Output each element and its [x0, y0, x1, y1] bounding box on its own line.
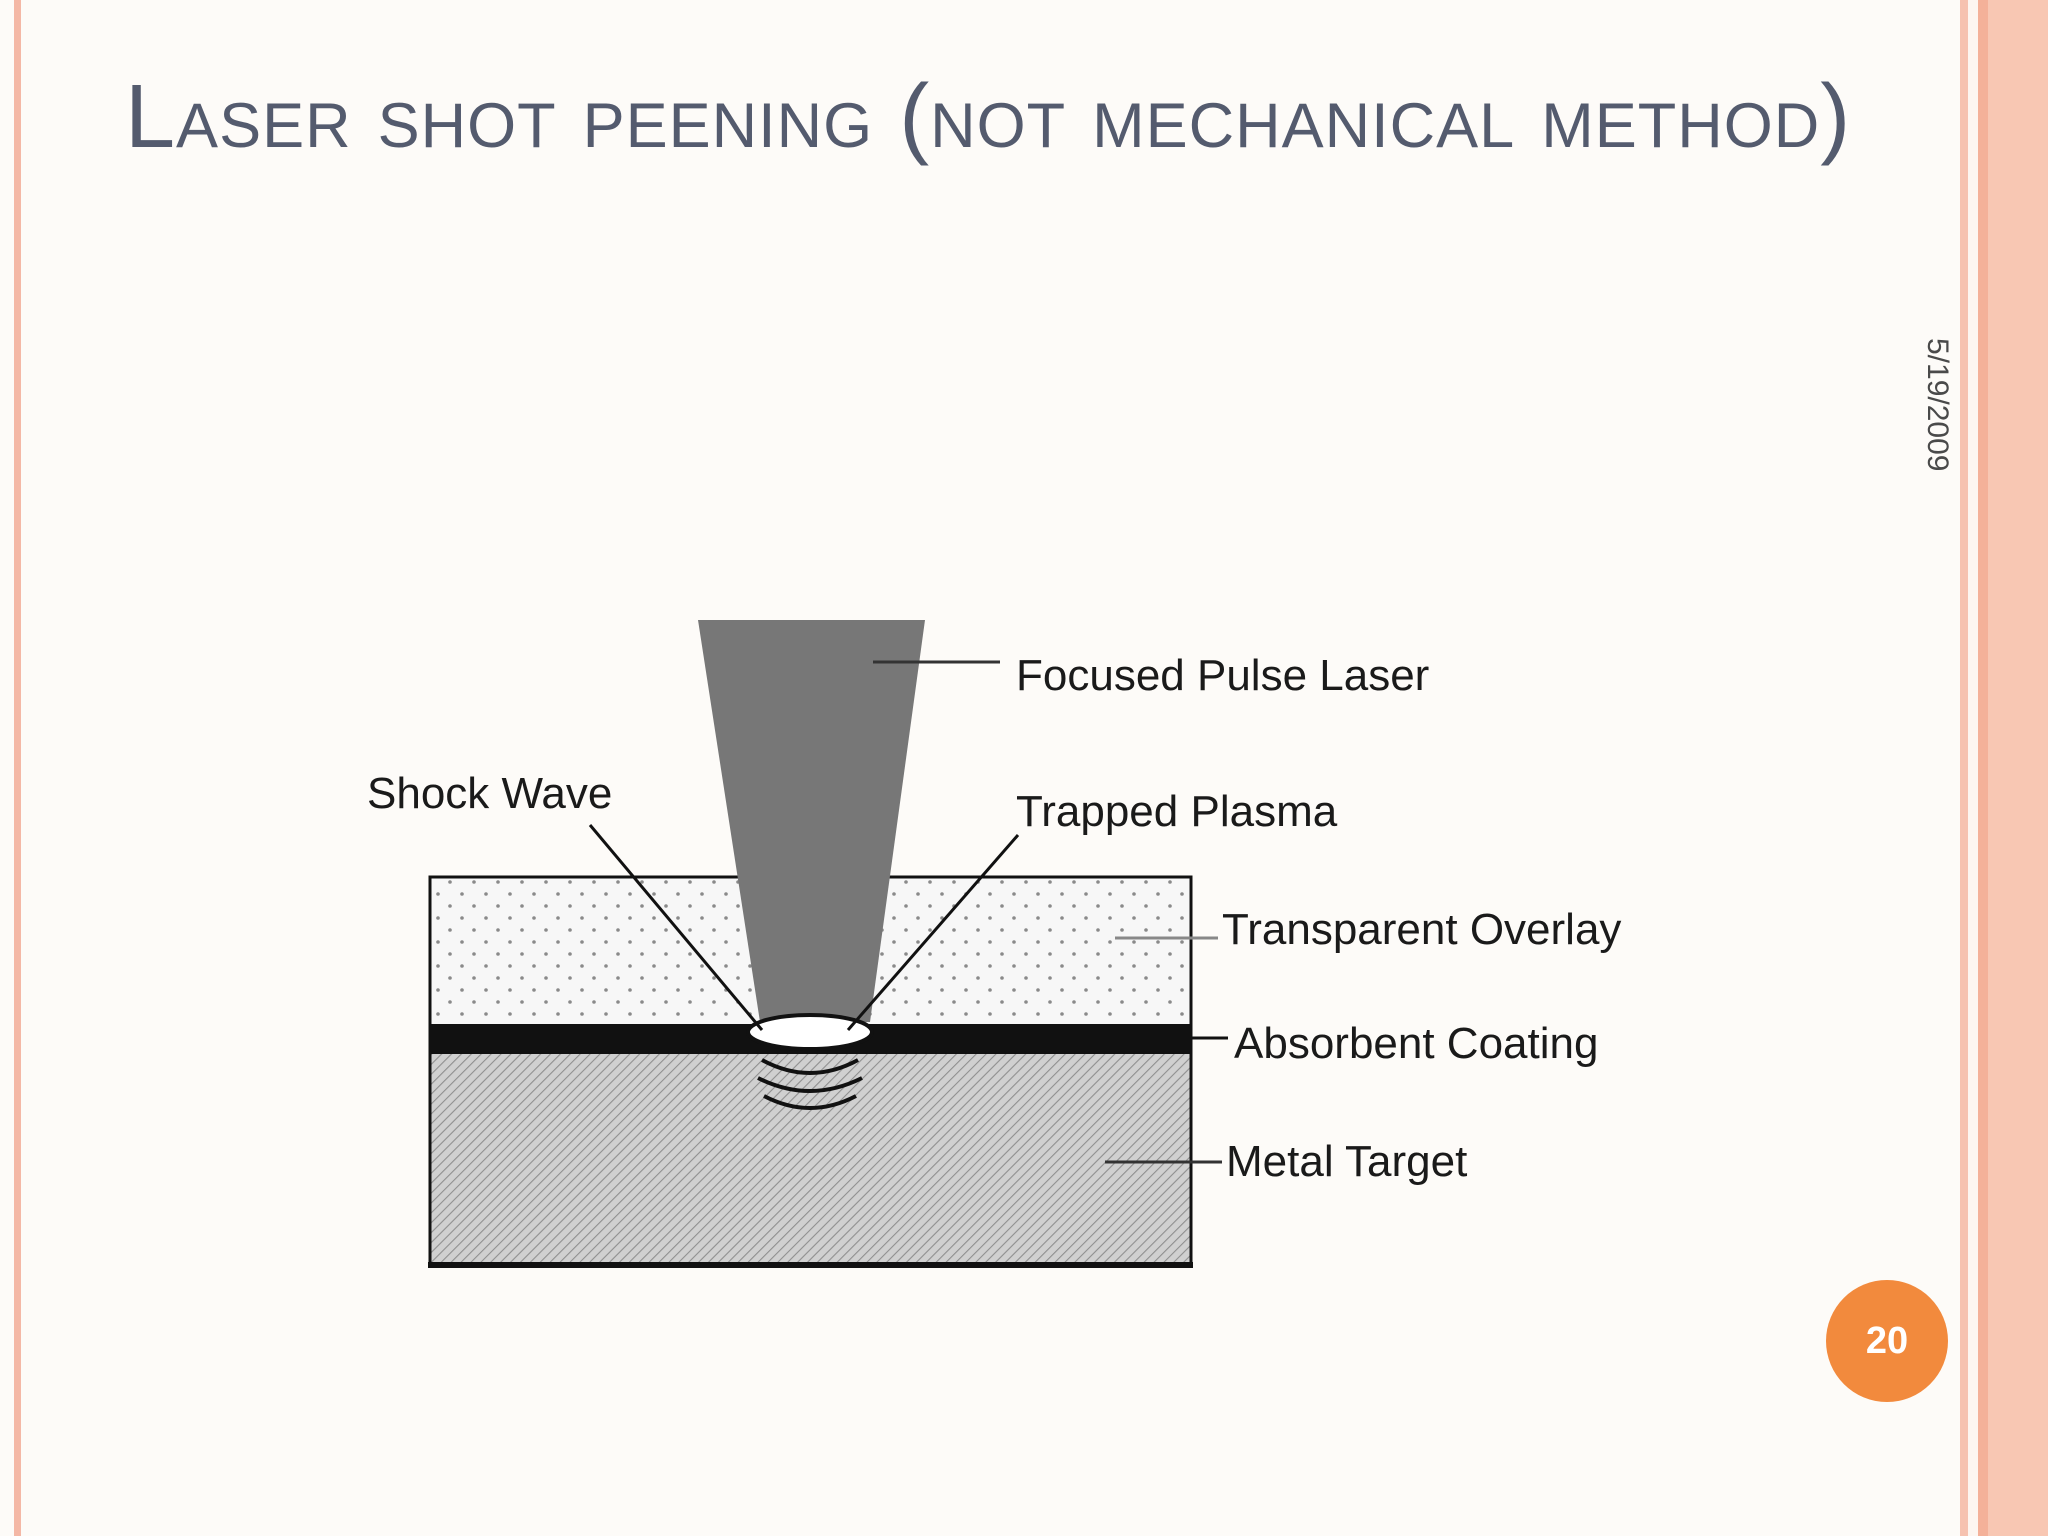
- label-metal-target: Metal Target: [1226, 1137, 1467, 1186]
- shock-wave-arc-3: [763, 1094, 857, 1110]
- right-frame-band: [1960, 0, 1968, 1536]
- slide-title: Laser shot peening (not mechanical metho…: [125, 67, 1852, 167]
- label-transparent-overlay: Transparent Overlay: [1222, 905, 1621, 954]
- leader-trapped-plasma: [846, 834, 1020, 1031]
- focused-laser-beam: [698, 620, 925, 1022]
- label-absorbent-coating: Absorbent Coating: [1234, 1019, 1598, 1068]
- slide-date: 5/19/2009: [1921, 338, 1954, 472]
- right-frame-edge: [1988, 0, 2048, 1536]
- right-frame-stripe: [1978, 0, 1988, 1536]
- leader-shock-wave: [588, 824, 764, 1031]
- left-frame-rule: [14, 0, 21, 1536]
- label-trapped-plasma: Trapped Plasma: [1016, 787, 1338, 836]
- right-frame-gap: [1968, 0, 1978, 1536]
- trapped-plasma-ellipse: [746, 1013, 874, 1051]
- label-focused-pulse-laser: Focused Pulse Laser: [1016, 651, 1429, 700]
- metal-target-hatch: [430, 1054, 1191, 1266]
- shock-wave-arc-1: [761, 1058, 859, 1075]
- label-shock-wave: Shock Wave: [367, 769, 612, 818]
- page-number: 20: [1865, 1319, 1909, 1362]
- shock-wave-arc-2: [757, 1076, 863, 1093]
- page-number-badge: 20: [1826, 1280, 1948, 1402]
